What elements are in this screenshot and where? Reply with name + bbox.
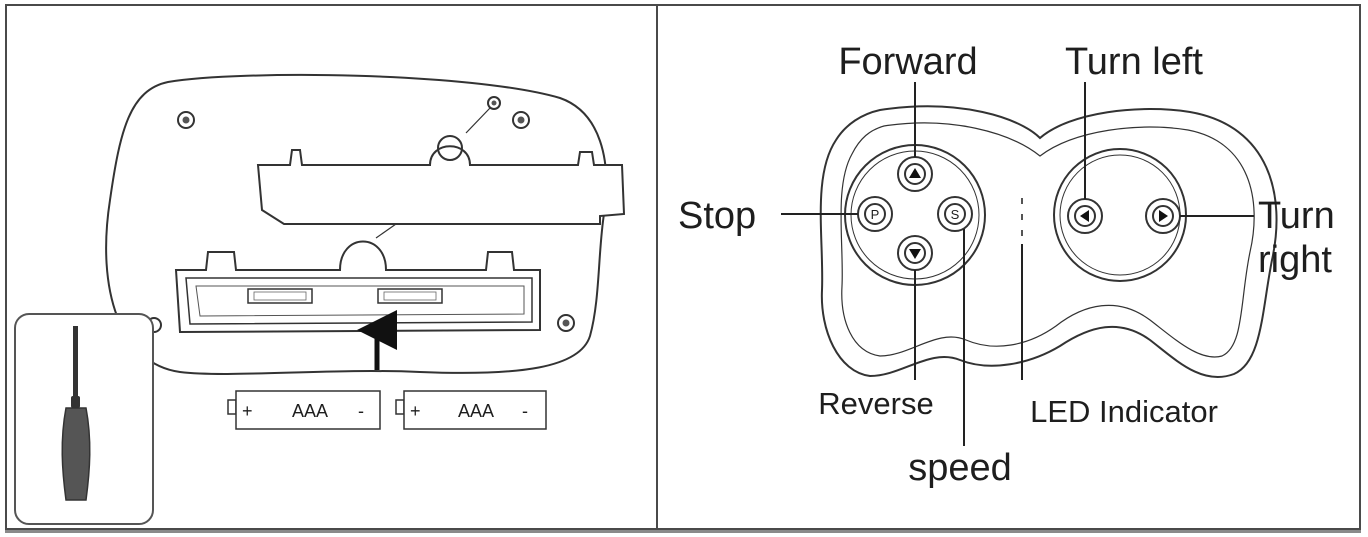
- screw-icon: [177, 111, 195, 129]
- battery-minus: -: [358, 401, 364, 421]
- speed-button[interactable]: S: [937, 196, 973, 232]
- reverse-button[interactable]: [897, 235, 933, 271]
- battery-plus: +: [410, 401, 421, 421]
- arrow-left-icon: [1080, 210, 1089, 222]
- screw-icon: [512, 111, 530, 129]
- remote-panel: P S: [678, 41, 1335, 489]
- label-turn-left: Turn left: [1065, 41, 1203, 83]
- battery-cover: [256, 145, 626, 225]
- label-stop: Stop: [678, 195, 756, 237]
- forward-button[interactable]: [897, 156, 933, 192]
- stop-button-letter: P: [871, 207, 880, 222]
- battery-type: AAA: [458, 401, 494, 421]
- arrow-down-icon: [909, 249, 921, 259]
- battery-minus: -: [522, 401, 528, 421]
- panel-divider: [656, 4, 658, 530]
- label-led-indicator: LED Indicator: [1030, 394, 1218, 429]
- arrow-up-icon: [909, 168, 921, 178]
- battery-compartment: [174, 240, 541, 334]
- turn-right-button[interactable]: [1145, 198, 1181, 234]
- remote-back-body: [105, 73, 608, 375]
- turn-left-button[interactable]: [1067, 198, 1103, 234]
- stop-button[interactable]: P: [857, 196, 893, 232]
- screwdriver-inset: [14, 313, 154, 525]
- label-speed: speed: [908, 447, 1012, 489]
- battery-panel: + AAA - + AAA -: [14, 73, 626, 525]
- label-turn-right-1: Turn: [1258, 195, 1335, 237]
- label-forward: Forward: [838, 41, 977, 83]
- aaa-battery: + AAA -: [227, 390, 381, 430]
- aaa-battery: + AAA -: [395, 390, 547, 430]
- screw-pointer: [465, 107, 491, 134]
- bottom-border: [5, 530, 1361, 533]
- battery-slot: [377, 288, 443, 304]
- arrow-right-icon: [1159, 210, 1168, 222]
- label-turn-right-2: right: [1258, 239, 1332, 281]
- speed-button-letter: S: [951, 207, 960, 222]
- screw-icon: [557, 314, 575, 332]
- screw-icon: [487, 96, 501, 110]
- battery-plus: +: [242, 401, 253, 421]
- battery-slot: [247, 288, 313, 304]
- label-reverse: Reverse: [818, 386, 933, 421]
- leader-lines: [781, 82, 1254, 446]
- battery-type: AAA: [292, 401, 328, 421]
- screwdriver-icon: [61, 326, 91, 501]
